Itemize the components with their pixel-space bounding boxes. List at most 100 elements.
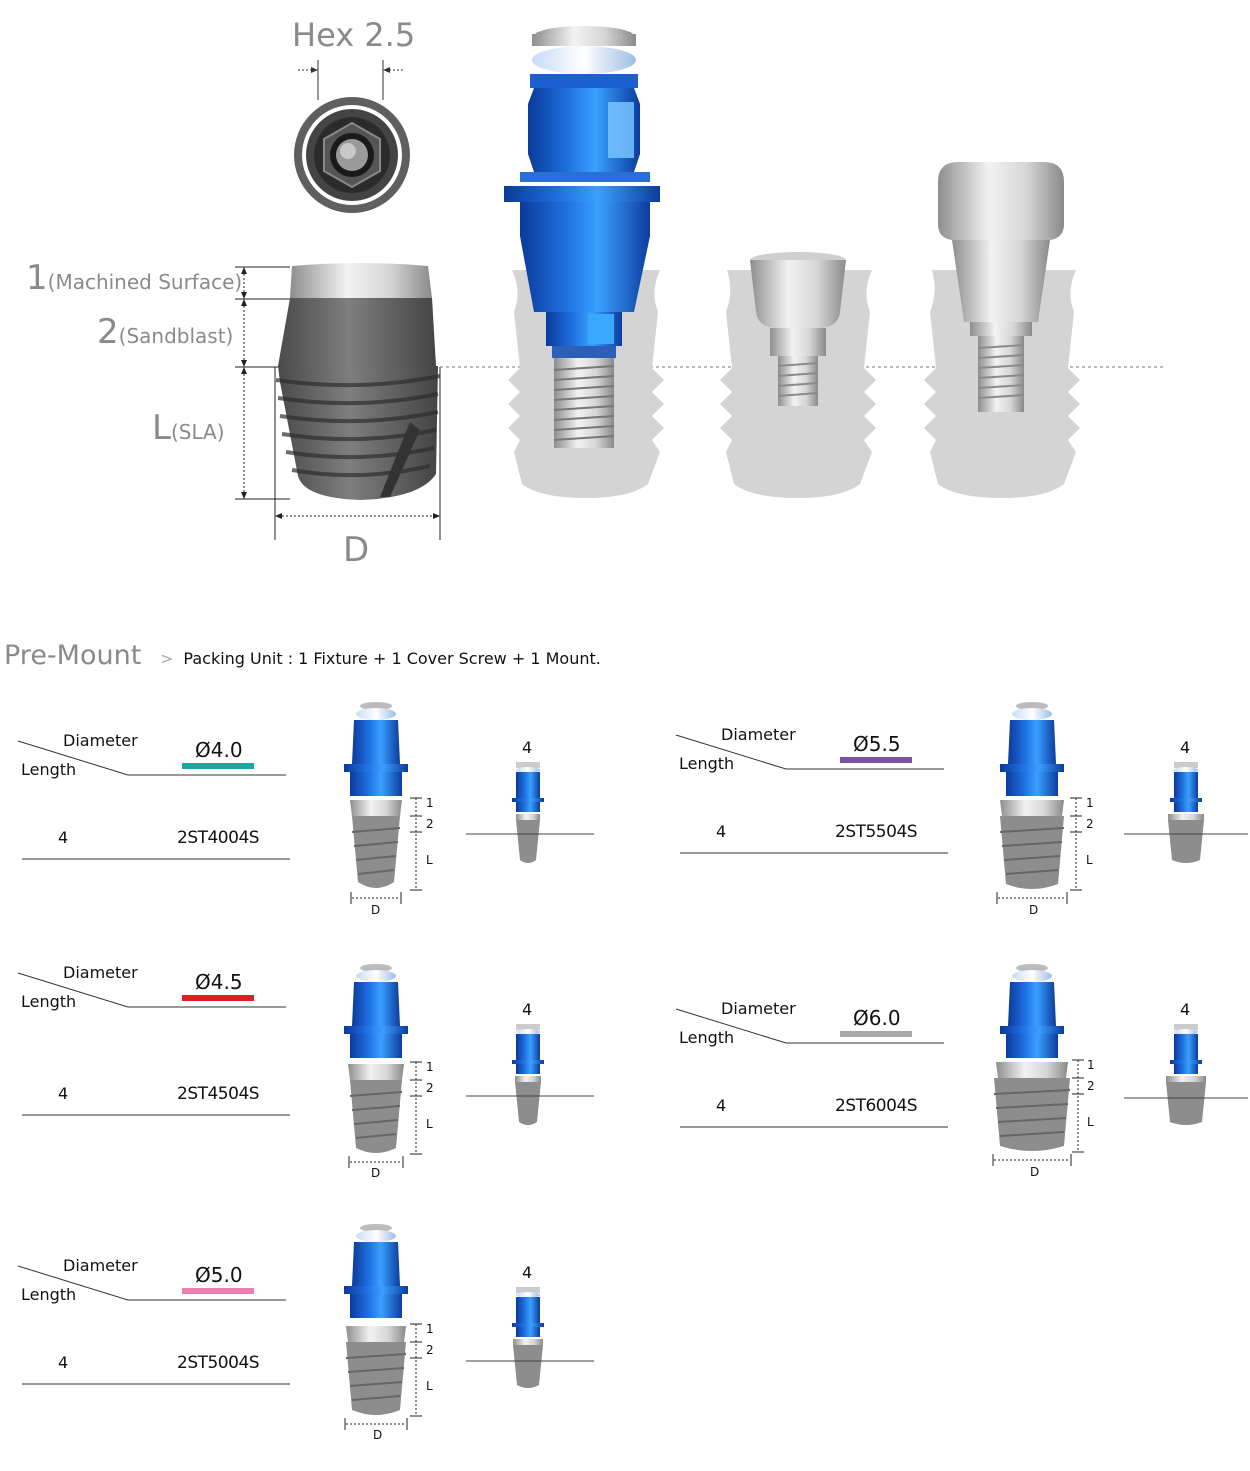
diameter-header: Diameter xyxy=(63,963,138,982)
small-mount-label: 4 xyxy=(1180,738,1191,757)
length-value: 4 xyxy=(716,1096,727,1115)
small-mount-image xyxy=(1124,1024,1248,1125)
table-lines xyxy=(17,740,290,860)
diameter-value: Ø4.0 xyxy=(195,738,243,762)
hero-fixture-image xyxy=(275,263,441,500)
product-block-5-0: Diameter Length Ø5.0 4 2ST5004S xyxy=(0,1250,620,1450)
small-mount-4-5: 4 xyxy=(466,1000,596,1130)
table-lines xyxy=(17,1265,290,1385)
table-lines xyxy=(17,972,290,1116)
diameter-color-swatch xyxy=(840,757,912,763)
mini-dimension-lines xyxy=(344,1323,422,1430)
mini-dim-l: L xyxy=(426,1379,433,1393)
dim-one-value: 1 xyxy=(26,258,48,298)
dim-d-label: D xyxy=(343,530,370,570)
product-code: 2ST4004S xyxy=(177,828,260,848)
dim-two-value: 2 xyxy=(97,312,119,352)
large-mount-image xyxy=(993,964,1071,1151)
diameter-color-swatch xyxy=(182,1288,254,1294)
mini-dim-one: 1 xyxy=(426,796,434,810)
product-code: 2ST5504S xyxy=(835,822,918,842)
packing-unit: > Packing Unit : 1 Fixture + 1 Cover Scre… xyxy=(160,649,601,668)
hero-mount-image xyxy=(504,26,660,448)
hero-cover-screw-image xyxy=(750,252,846,406)
diameter-value: Ø6.0 xyxy=(853,1006,901,1030)
large-mount-6-0: 1 2 L D xyxy=(992,962,1102,1182)
product-block-5-5: Diameter Length Ø5.5 4 2ST5504S xyxy=(658,719,1248,919)
mini-dimension-lines xyxy=(348,1061,422,1168)
mini-dim-two: 2 xyxy=(1086,817,1094,831)
mini-dimension-lines xyxy=(350,797,422,904)
dim-sla: L(SLA) xyxy=(152,408,225,448)
product-code: 2ST6004S xyxy=(835,1096,918,1116)
large-mount-4-0: 1 2 L D xyxy=(340,700,450,920)
small-mount-5-5: 4 xyxy=(1122,738,1248,868)
length-value: 4 xyxy=(58,1084,69,1103)
diameter-header: Diameter xyxy=(63,731,138,750)
mini-dim-d: D xyxy=(371,1166,381,1180)
small-mount-label: 4 xyxy=(522,1000,533,1019)
mini-dim-one: 1 xyxy=(1086,796,1094,810)
dim-one-note: (Machined Surface) xyxy=(47,270,243,294)
mini-dim-two: 2 xyxy=(426,817,434,831)
mini-dim-l: L xyxy=(426,1117,433,1131)
mini-dim-l: L xyxy=(1086,853,1093,867)
dim-machined-surface: 1(Machined Surface) xyxy=(26,258,242,298)
dim-l-note: (SLA) xyxy=(170,420,225,444)
table-lines xyxy=(675,734,948,854)
small-mount-label: 4 xyxy=(522,1263,533,1282)
mini-dim-d: D xyxy=(1029,903,1039,917)
product-block-4-0: Diameter Length Ø4.0 4 2ST4004S xyxy=(0,725,620,925)
mini-dim-two: 2 xyxy=(426,1343,434,1357)
diameter-value: Ø5.0 xyxy=(195,1263,243,1287)
mini-dim-d: D xyxy=(371,903,381,917)
diameter-color-swatch xyxy=(840,1031,912,1037)
product-block-6-0: Diameter Length Ø6.0 4 2ST6004S xyxy=(658,993,1248,1193)
length-header: Length xyxy=(21,992,77,1011)
hex-label: Hex 2.5 xyxy=(292,16,416,54)
large-mount-image xyxy=(344,964,408,1153)
length-header: Length xyxy=(679,754,735,773)
dim-l-value: L xyxy=(152,408,171,448)
small-mount-image xyxy=(466,1287,594,1388)
diameter-header: Diameter xyxy=(63,1256,138,1275)
diameter-value: Ø5.5 xyxy=(853,732,901,756)
small-mount-4-0: 4 xyxy=(466,738,596,868)
large-mount-image xyxy=(344,702,408,888)
small-mount-label: 4 xyxy=(1180,1000,1191,1019)
length-header: Length xyxy=(21,760,77,779)
length-value: 4 xyxy=(716,822,727,841)
dim-sandblast: 2(Sandblast) xyxy=(97,312,233,352)
small-mount-image xyxy=(466,1024,594,1125)
mini-dim-one: 1 xyxy=(426,1060,434,1074)
chevron-right-icon: > xyxy=(160,649,174,668)
hex-dimension-arrows xyxy=(298,60,405,100)
dim-two-note: (Sandblast) xyxy=(118,324,234,348)
product-block-4-5: Diameter Length Ø4.5 4 2ST4504S xyxy=(0,957,620,1157)
mini-dim-d: D xyxy=(373,1428,383,1442)
hex-top-view-image xyxy=(294,97,410,213)
large-mount-4-5: 1 2 L D xyxy=(340,962,450,1182)
length-value: 4 xyxy=(58,1353,69,1372)
product-code: 2ST4504S xyxy=(177,1084,260,1104)
table-lines xyxy=(675,1008,948,1128)
small-mount-label: 4 xyxy=(522,738,533,757)
large-mount-5-0: 1 2 L D xyxy=(340,1222,450,1447)
product-code: 2ST5004S xyxy=(177,1353,260,1373)
mini-dim-l: L xyxy=(1087,1115,1094,1129)
mini-dim-l: L xyxy=(426,853,433,867)
small-mount-image xyxy=(1124,762,1248,863)
diameter-header: Diameter xyxy=(721,725,796,744)
diameter-color-swatch xyxy=(182,763,254,769)
mini-dimension-lines xyxy=(992,1059,1084,1166)
length-header: Length xyxy=(21,1285,77,1304)
small-mount-6-0: 4 xyxy=(1122,1000,1248,1130)
diameter-color-swatch xyxy=(182,995,254,1001)
mini-dim-one: 1 xyxy=(426,1322,434,1336)
length-header: Length xyxy=(679,1028,735,1047)
mini-dimension-lines xyxy=(996,797,1082,904)
packing-unit-text: Packing Unit : 1 Fixture + 1 Cover Screw… xyxy=(183,649,601,668)
diameter-header: Diameter xyxy=(721,999,796,1018)
small-mount-image xyxy=(466,762,594,863)
hero-healing-abutment-image xyxy=(938,162,1064,412)
